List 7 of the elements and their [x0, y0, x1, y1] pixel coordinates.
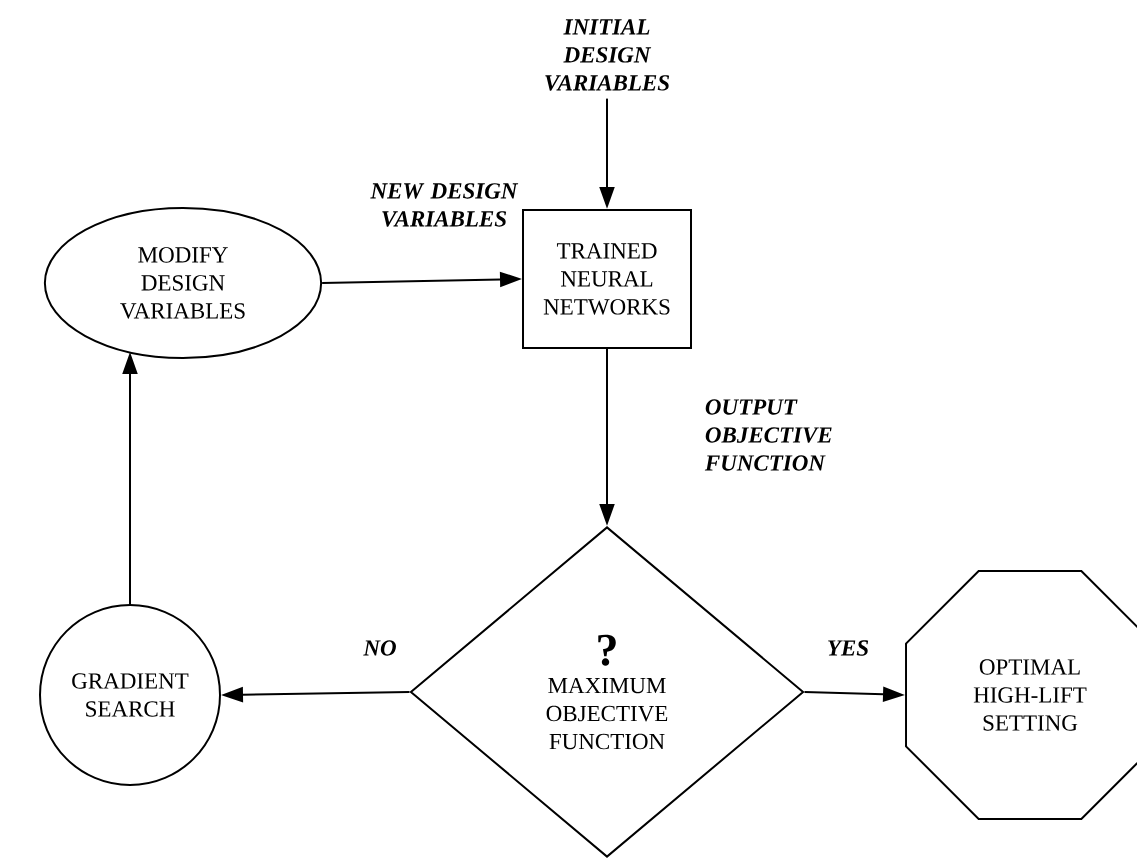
process-box: TRAINED NEURAL NETWORKS: [522, 209, 692, 349]
text-label: INITIAL DESIGN VARIABLES: [545, 19, 670, 91]
terminal-octagon: OPTIMAL HIGH-LIFT SETTING: [905, 570, 1137, 820]
edge-label: OUTPUT OBJECTIVE FUNCTION: [704, 399, 832, 471]
edge-label: NO: [363, 640, 396, 656]
edge-label: NEW DESIGN VARIABLES: [370, 183, 519, 227]
edge-label: YES: [828, 640, 869, 656]
